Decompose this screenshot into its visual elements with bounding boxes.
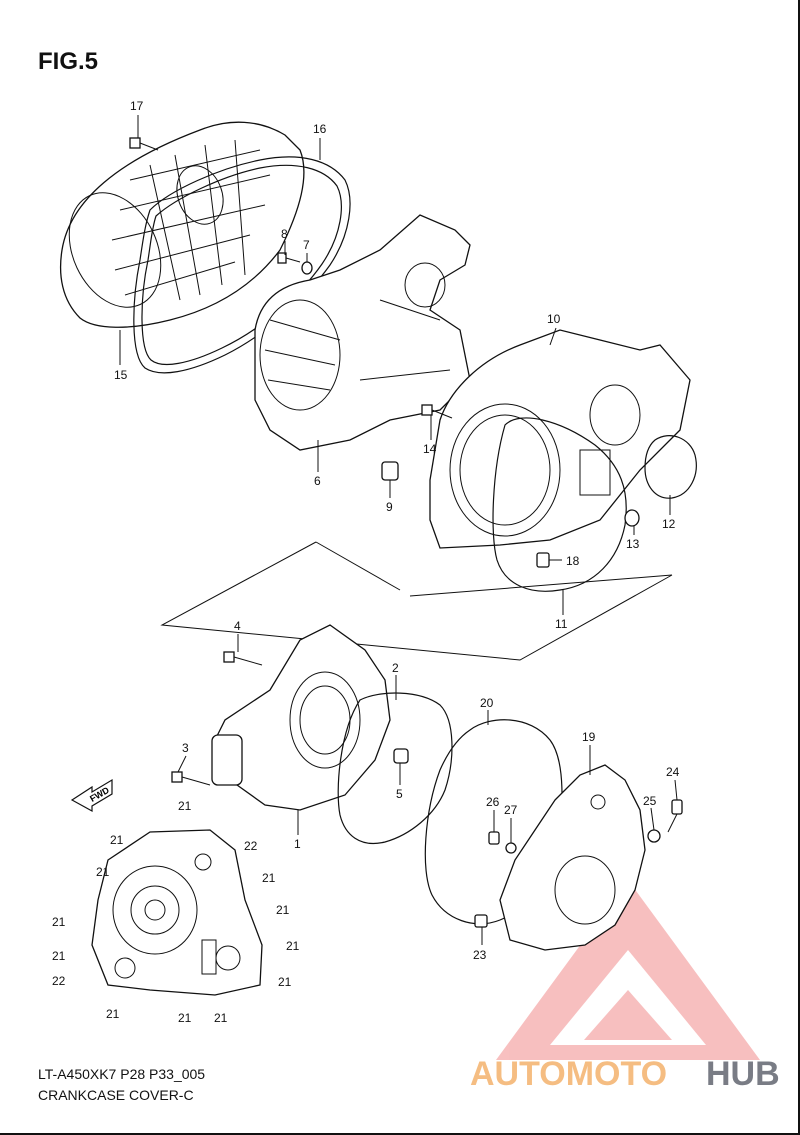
part-24-plug <box>667 799 683 833</box>
callout-2: 2 <box>392 661 399 675</box>
part-3-bolt <box>171 771 211 786</box>
figure-title: FIG.5 <box>38 48 99 75</box>
callout-21: 21 <box>178 799 192 813</box>
part-23-dowel <box>474 914 488 928</box>
callout-21: 21 <box>276 903 290 917</box>
part-12-gasket <box>644 435 697 499</box>
callout-7: 7 <box>303 238 310 252</box>
callout-14: 14 <box>423 442 437 456</box>
callout-12: 12 <box>662 517 676 531</box>
part-6-bracket <box>254 214 471 451</box>
watermark-text: AUTOMOTO HUB <box>470 1055 780 1093</box>
part-4-bolt <box>223 651 263 666</box>
part-17-bolt <box>129 137 159 151</box>
callout-16: 16 <box>313 122 327 136</box>
cover-detail-view <box>91 829 263 996</box>
part-7-washer <box>301 261 313 275</box>
callout-3: 3 <box>182 741 189 755</box>
part-26-bolt <box>488 831 500 845</box>
callout-9: 9 <box>386 500 393 514</box>
watermark-text-hub: HUB <box>706 1055 780 1093</box>
callout-27: 27 <box>504 803 518 817</box>
callout-26: 26 <box>486 795 500 809</box>
watermark-text-auto: AUTOMOTO <box>470 1055 667 1093</box>
watermark-logo <box>496 880 760 1060</box>
part-11-gasket <box>492 417 627 592</box>
callout-8: 8 <box>281 227 288 241</box>
callout-20: 20 <box>480 696 494 710</box>
callout-21: 21 <box>96 865 110 879</box>
part-9-dowel <box>381 461 399 481</box>
callout-22: 22 <box>52 974 66 988</box>
part-10-cover <box>429 329 691 549</box>
callout-18: 18 <box>566 554 580 568</box>
callout-21: 21 <box>178 1011 192 1025</box>
callout-22: 22 <box>244 839 258 853</box>
callout-4: 4 <box>234 619 241 633</box>
callout-21: 21 <box>106 1007 120 1021</box>
figure-name: CRANKCASE COVER-C <box>38 1087 194 1103</box>
callout-13: 13 <box>626 537 640 551</box>
callout-labels: 17 16 8 7 15 6 9 10 14 12 13 18 11 4 2 2… <box>52 99 680 1025</box>
part-14-bolt <box>421 404 453 419</box>
fwd-arrow-icon: FWD <box>70 778 113 813</box>
part-8-bolt <box>277 252 301 264</box>
callout-21: 21 <box>214 1011 228 1025</box>
figure-code: LT-A450XK7 P28 P33_005 <box>38 1066 206 1082</box>
part-19-cover <box>499 764 646 951</box>
callout-24: 24 <box>666 765 680 779</box>
callout-11: 11 <box>555 617 568 631</box>
leader-lines <box>119 115 678 945</box>
callout-5: 5 <box>396 787 403 801</box>
callout-10: 10 <box>547 312 561 326</box>
part-27-washer <box>505 842 517 854</box>
callout-21: 21 <box>52 915 66 929</box>
callout-17: 17 <box>130 99 144 113</box>
callout-23: 23 <box>473 948 487 962</box>
part-13-seal <box>624 509 640 527</box>
part-15-cover <box>59 121 305 328</box>
callout-21: 21 <box>110 833 124 847</box>
callout-6: 6 <box>314 474 321 488</box>
part-5-dowel <box>393 748 409 764</box>
part-2-gasket <box>337 692 453 844</box>
callout-21: 21 <box>52 949 66 963</box>
part-25-o-ring <box>647 829 661 843</box>
callout-21: 21 <box>262 871 276 885</box>
callout-1: 1 <box>294 837 301 851</box>
callout-19: 19 <box>582 730 596 744</box>
callout-21: 21 <box>278 975 292 989</box>
callout-25: 25 <box>643 794 657 808</box>
part-1-cover <box>211 624 391 811</box>
part-20-gasket <box>424 719 563 925</box>
callout-15: 15 <box>114 368 128 382</box>
callout-21: 21 <box>286 939 300 953</box>
part-18-plug <box>536 552 550 568</box>
